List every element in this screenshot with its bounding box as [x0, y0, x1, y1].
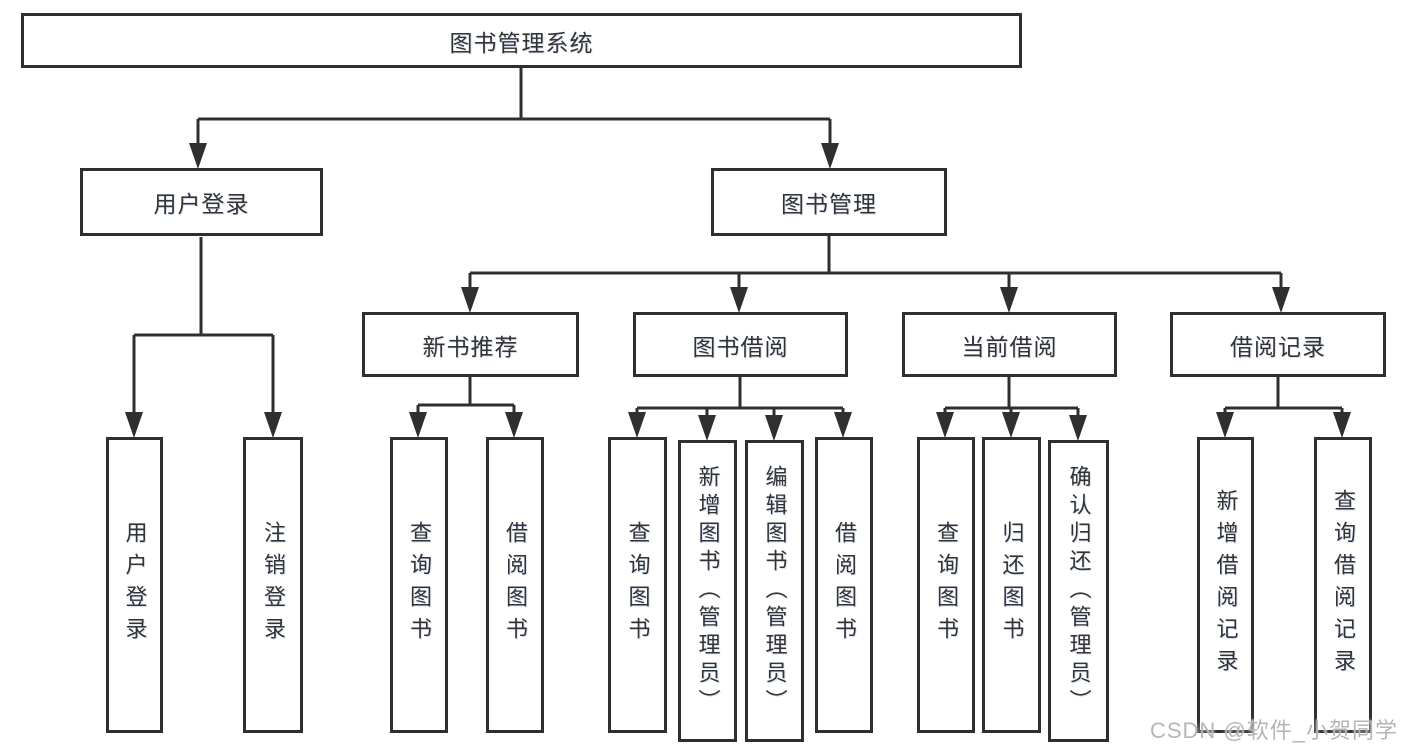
- arrow-down-icon: [264, 412, 282, 438]
- leaf-logout: 注销登录: [243, 437, 303, 733]
- leaf-query-books-borrow: 查询图书: [608, 437, 667, 733]
- leaf-edit-books-admin: 编辑图书（管理员）: [745, 440, 804, 742]
- arrow-down-icon: [821, 143, 839, 169]
- node-book-borrowing: 图书借阅: [633, 312, 848, 377]
- arrow-down-icon: [834, 412, 852, 438]
- connector-login-to-leaves: [132, 237, 275, 413]
- leaf-return-books: 归还图书: [982, 437, 1041, 733]
- node-borrowing-records: 借阅记录: [1170, 312, 1386, 377]
- arrow-down-icon: [125, 412, 143, 438]
- arrow-down-icon: [461, 287, 479, 313]
- arrow-down-icon: [189, 143, 207, 169]
- arrow-down-icon: [628, 412, 646, 438]
- arrow-down-icon: [409, 412, 427, 438]
- csdn-watermark: CSDN @软件_小贺同学: [1149, 718, 1398, 743]
- node-root-system: 图书管理系统: [21, 13, 1022, 68]
- arrow-down-icon: [1000, 287, 1018, 313]
- leaf-add-borrow-record: 新增借阅记录: [1197, 437, 1254, 733]
- arrow-down-icon: [1216, 412, 1234, 438]
- arrow-down-icon: [765, 415, 783, 441]
- connector-mgmt-to-level3: [468, 236, 1283, 288]
- arrow-down-icon: [730, 287, 748, 313]
- leaf-confirm-return-admin: 确认归还（管理员）: [1048, 440, 1109, 742]
- leaf-borrow-books: 借阅图书: [815, 437, 873, 733]
- node-user-login: 用户登录: [80, 168, 323, 236]
- leaf-query-borrow-record: 查询借阅记录: [1314, 437, 1372, 733]
- arrow-down-icon: [1002, 412, 1020, 438]
- arrow-down-icon: [1333, 412, 1351, 438]
- node-new-book-recommend: 新书推荐: [362, 312, 579, 377]
- arrow-down-icon: [698, 415, 716, 441]
- arrow-down-icon: [505, 412, 523, 438]
- connector-root-to-level2: [196, 68, 832, 144]
- connector-current-to-leaves: [943, 377, 1080, 416]
- node-book-management: 图书管理: [711, 168, 947, 236]
- arrow-down-icon: [1272, 287, 1290, 313]
- leaf-query-books-recommend: 查询图书: [390, 437, 448, 733]
- connector-borrow-to-leaves: [635, 377, 845, 416]
- leaf-user-login: 用户登录: [106, 437, 163, 733]
- connector-records-to-leaves: [1223, 377, 1344, 413]
- leaf-query-books-current: 查询图书: [917, 437, 975, 733]
- leaf-add-books-admin: 新增图书（管理员）: [678, 440, 737, 742]
- leaf-borrow-books-recommend: 借阅图书: [486, 437, 544, 733]
- connector-recommend-to-leaves: [416, 377, 516, 413]
- arrow-down-icon: [1069, 415, 1087, 441]
- arrow-down-icon: [936, 412, 954, 438]
- node-current-borrowing: 当前借阅: [902, 312, 1117, 377]
